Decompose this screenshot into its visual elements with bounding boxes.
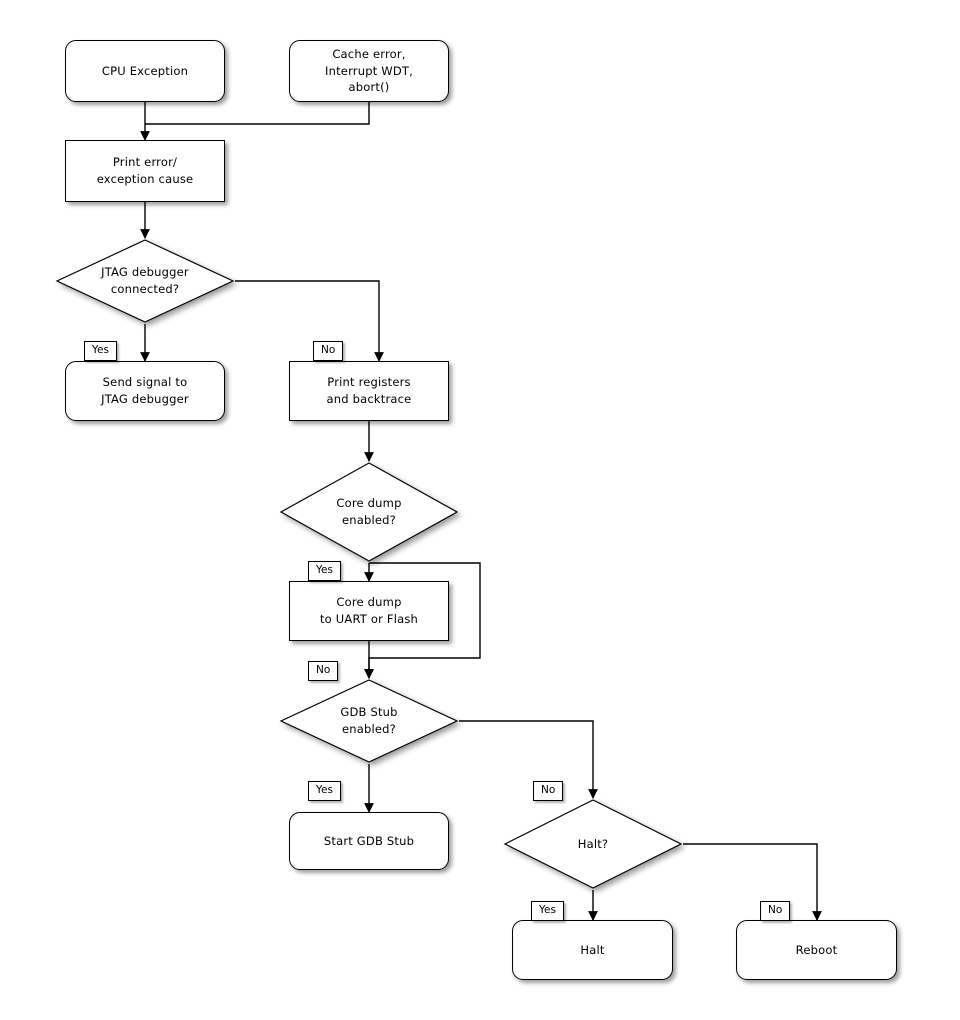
node-label: Send signal to JTAG debugger: [101, 375, 189, 406]
node-label: JTAG debugger connected?: [101, 265, 189, 296]
edge-label-text: No: [316, 664, 331, 676]
node-label: Core dump to UART or Flash: [319, 595, 419, 626]
node-label: Start GDB Stub: [323, 833, 415, 848]
node-label: Print registers and backtrace: [326, 375, 412, 406]
edge-label-text: Yes: [316, 784, 333, 796]
node-gdb-decision[interactable]: GDB Stub enabled?: [279, 678, 459, 764]
node-jtag-decision[interactable]: JTAG debugger connected?: [55, 238, 235, 324]
node-label: Halt: [580, 942, 605, 957]
edge-label-coredump-no: No: [308, 661, 339, 681]
node-core-dump-decision[interactable]: Core dump enabled?: [279, 461, 459, 563]
node-label: Core dump enabled?: [336, 496, 402, 527]
edge-label-halt-no: No: [760, 901, 791, 921]
edge-label-jtag-yes: Yes: [84, 341, 117, 361]
node-cpu-exception[interactable]: CPU Exception: [65, 40, 225, 102]
edge-label-text: No: [321, 344, 336, 356]
node-core-dump[interactable]: Core dump to UART or Flash: [289, 581, 449, 641]
edge-cache-to-print: [145, 102, 370, 125]
edge-halt-no: [683, 843, 822, 921]
edge-label-text: Yes: [539, 904, 556, 916]
node-label: Reboot: [795, 942, 838, 957]
edge-label-text: Yes: [92, 344, 109, 356]
node-print-error[interactable]: Print error/ exception cause: [65, 140, 225, 202]
node-start-gdb-stub[interactable]: Start GDB Stub: [289, 812, 449, 870]
edge-label-gdb-no: No: [533, 781, 564, 801]
node-print-registers[interactable]: Print registers and backtrace: [289, 361, 449, 421]
node-label: Print error/ exception cause: [96, 155, 194, 186]
edge-label-gdb-yes: Yes: [308, 781, 341, 801]
node-halt[interactable]: Halt: [512, 920, 673, 980]
node-halt-decision[interactable]: Halt?: [503, 798, 683, 890]
edge-label-text: Yes: [316, 564, 333, 576]
node-reboot[interactable]: Reboot: [736, 920, 897, 980]
node-cache-error[interactable]: Cache error, Interrupt WDT, abort(): [289, 40, 449, 102]
node-label: CPU Exception: [101, 63, 189, 78]
edge-label-jtag-no: No: [313, 341, 344, 361]
edge-jtag-no: [235, 280, 384, 362]
node-label: GDB Stub enabled?: [340, 705, 398, 736]
edge-gdb-no: [459, 720, 598, 799]
edge-label-text: No: [541, 784, 556, 796]
node-send-signal[interactable]: Send signal to JTAG debugger: [65, 361, 225, 421]
edge-label-text: No: [768, 904, 783, 916]
edge-label-coredump-yes: Yes: [308, 561, 341, 581]
node-label: Halt?: [577, 836, 609, 851]
node-label: Cache error, Interrupt WDT, abort(): [325, 46, 413, 95]
edge-label-halt-yes: Yes: [531, 901, 564, 921]
